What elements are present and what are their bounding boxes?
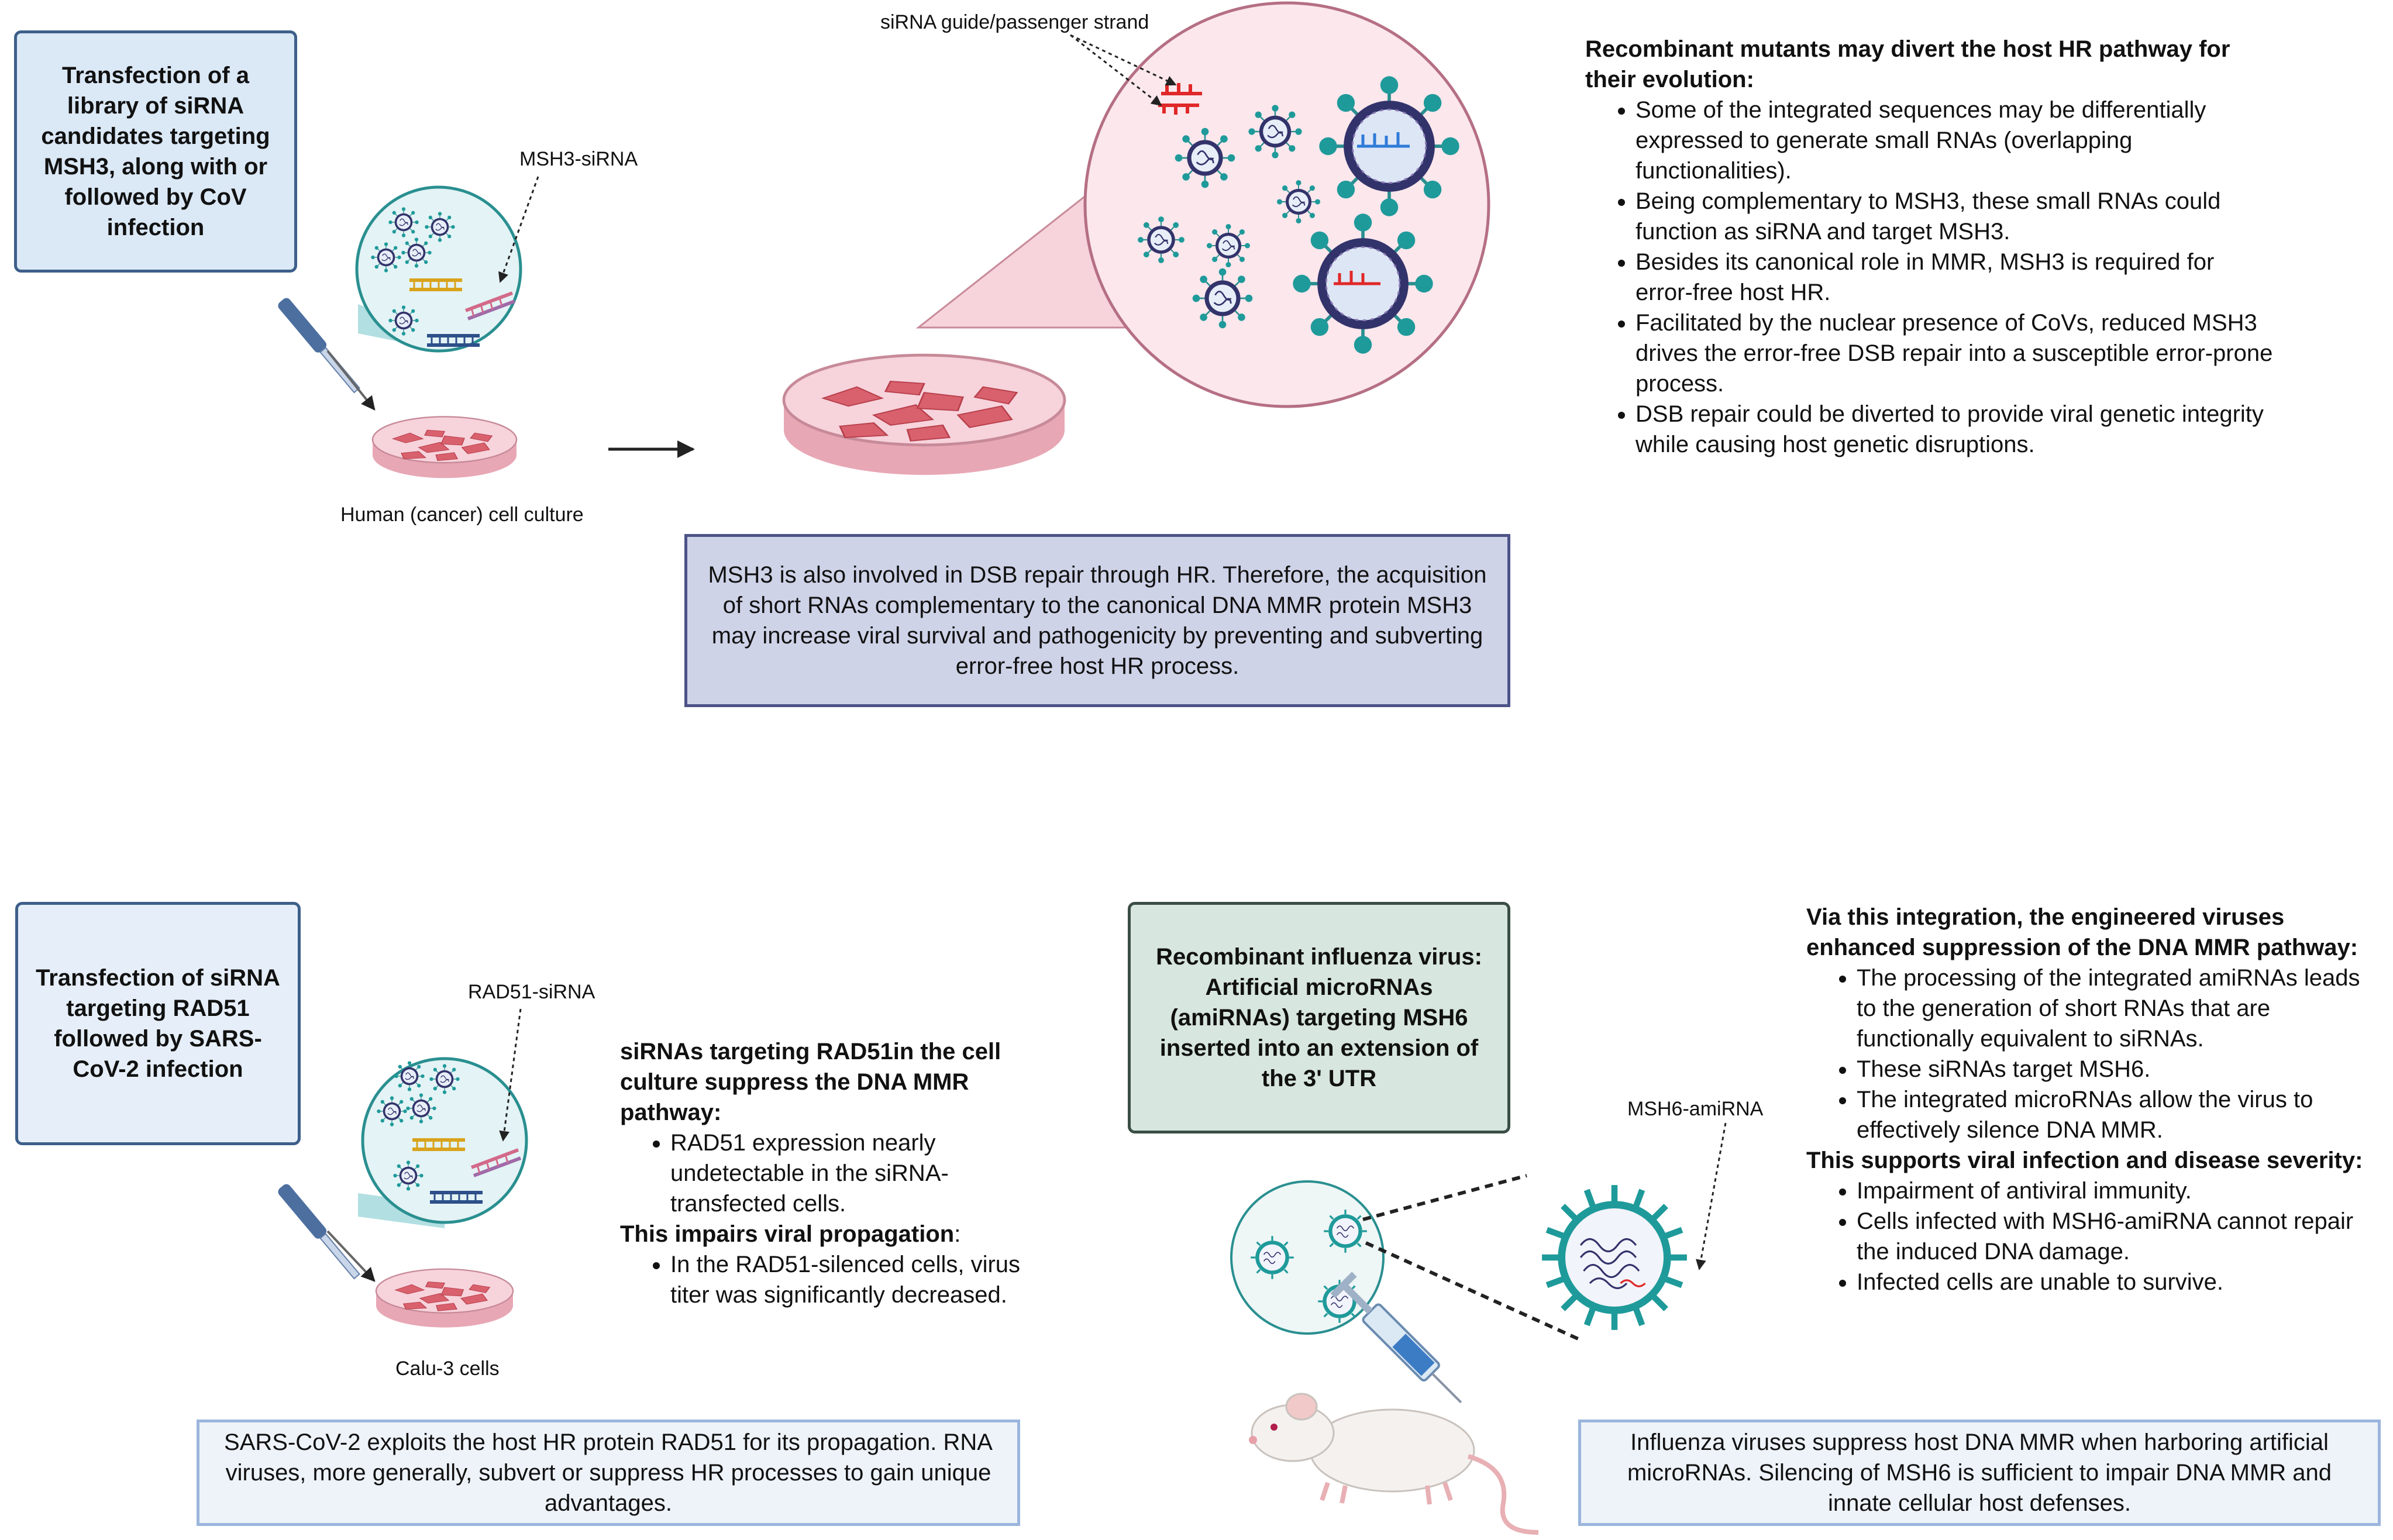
notes-list: In the RAD51-silenced cells, virus titer… [620, 1249, 1041, 1310]
subheading-bold: This impairs viral propagation [620, 1221, 955, 1247]
notes-msh3: Recombinant mutants may divert the host … [1585, 34, 2275, 460]
list-item: The integrated microRNAs allow the virus… [1857, 1084, 2368, 1145]
list-item: Besides its canonical role in MMR, MSH3 … [1635, 247, 2275, 308]
step-box-rad51: Transfection of siRNA targeting RAD51 fo… [15, 902, 301, 1145]
list-item: Being complementary to MSH3, these small… [1635, 186, 2275, 247]
strand-label: siRNA guide/passenger strand [880, 11, 1149, 33]
notes-list: Some of the integrated sequences may be … [1585, 95, 2275, 460]
list-item: Some of the integrated sequences may be … [1635, 95, 2275, 186]
list-item: Infected cells are unable to survive. [1857, 1267, 2368, 1297]
notes-msh6: Via this integration, the engineered vir… [1806, 902, 2368, 1297]
sirna-strand-icon [1158, 83, 1202, 115]
list-item: Facilitated by the nuclear presence of C… [1635, 308, 2275, 399]
notes-heading: siRNAs targeting RAD51in the cell cultur… [620, 1039, 1001, 1125]
pipette-icon [278, 1184, 360, 1280]
syringe-icon [1330, 1272, 1462, 1404]
notes-list: RAD51 expression nearly undetectable in … [620, 1128, 1041, 1219]
list-item: Impairment of antiviral immunity. [1857, 1176, 2368, 1206]
mouse-icon [1249, 1393, 1539, 1535]
notes-list: The processing of the integrated amiRNAs… [1806, 963, 2368, 1145]
list-item: DSB repair could be diverted to provide … [1635, 399, 2275, 460]
culture-label: Human (cancer) cell culture [340, 504, 584, 526]
msh3-sirna-label: MSH3-siRNA [519, 148, 638, 170]
zoom-circle-1 [355, 185, 522, 353]
subheading-suffix: : [954, 1221, 961, 1247]
summary-text: SARS-CoV-2 exploits the host HR protein … [224, 1429, 993, 1516]
step-text: Transfection of a library of siRNA candi… [41, 63, 270, 240]
notes-subheading: This impairs viral propagation: [620, 1219, 1041, 1249]
petri-dish-icon [376, 1269, 513, 1328]
list-item: Cells infected with MSH6-amiRNA cannot r… [1857, 1206, 2368, 1267]
petri-dish-icon [784, 355, 1065, 475]
notes-heading: Via this integration, the engineered vir… [1806, 904, 2358, 960]
notes-heading: Recombinant mutants may divert the host … [1585, 36, 2230, 92]
summary-box-msh3: MSH3 is also involved in DSB repair thro… [684, 534, 1510, 707]
summary-text: MSH3 is also involved in DSB repair thro… [708, 562, 1487, 679]
msh6-amirna-label: MSH6-amiRNA [1627, 1098, 1764, 1120]
summary-box-rad51: SARS-CoV-2 exploits the host HR protein … [197, 1420, 1020, 1526]
step-text: Transfection of siRNA targeting RAD51 fo… [36, 965, 280, 1082]
step-box-msh3: Transfection of a library of siRNA candi… [14, 30, 297, 273]
notes-list: Impairment of antiviral immunity. Cells … [1806, 1176, 2368, 1297]
rad51-sirna-label: RAD51-siRNA [468, 981, 595, 1003]
culture-label: Calu-3 cells [395, 1358, 500, 1380]
rec-text-1: Recombinant influenza virus: [1156, 944, 1482, 970]
pipette-icon [278, 298, 360, 394]
list-item: These siRNAs target MSH6. [1857, 1054, 2368, 1084]
influenza-virus-icon [1542, 1185, 1687, 1330]
notes-rad51: siRNAs targeting RAD51in the cell cultur… [620, 1036, 1041, 1310]
list-item: In the RAD51-silenced cells, virus titer… [670, 1249, 1041, 1310]
rec-text-2: Artificial microRNAs (amiRNAs) targeting… [1159, 974, 1479, 1091]
notes-subheading: This supports viral infection and diseas… [1806, 1148, 2363, 1173]
recombinant-virus-box: Recombinant influenza virus: Artificial … [1128, 902, 1510, 1134]
petri-dish-icon [373, 416, 517, 478]
summary-text: Influenza viruses suppress host DNA MMR … [1627, 1429, 2332, 1516]
list-item: RAD51 expression nearly undetectable in … [670, 1128, 1041, 1219]
list-item: The processing of the integrated amiRNAs… [1857, 963, 2368, 1054]
summary-box-msh6: Influenza viruses suppress host DNA MMR … [1578, 1420, 2381, 1526]
